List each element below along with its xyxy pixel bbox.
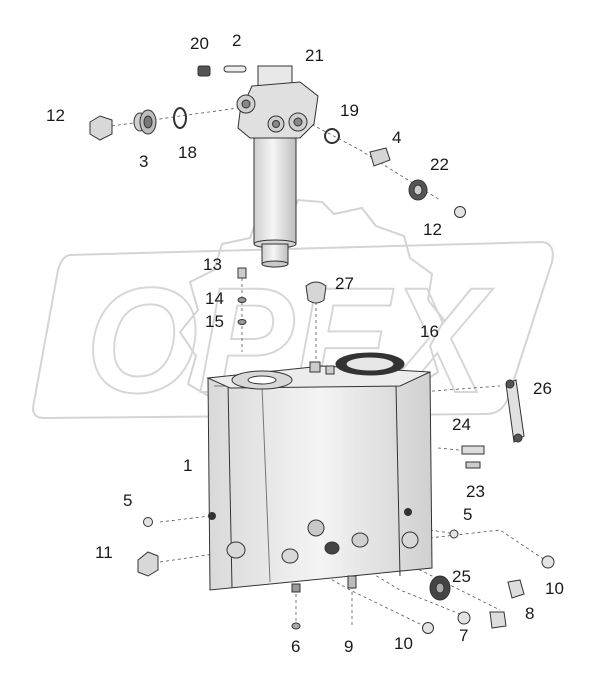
callout-16: 16 xyxy=(420,322,439,341)
callout-20: 20 xyxy=(190,34,209,53)
callout-10-bottom: 10 xyxy=(394,634,413,653)
watermark-frame-icon xyxy=(32,240,554,420)
part-3 xyxy=(133,109,157,135)
part-14-washer xyxy=(237,297,247,303)
callout-5-right: 5 xyxy=(463,505,473,524)
part-26-bracket xyxy=(505,379,525,443)
callout-22: 22 xyxy=(430,155,449,174)
part-5-right xyxy=(449,529,459,539)
part-15-washer xyxy=(237,319,247,325)
callout-15: 15 xyxy=(205,312,224,331)
left-side-parts xyxy=(137,517,301,630)
callout-2: 2 xyxy=(232,31,242,50)
filter-assembly xyxy=(236,65,319,268)
callout-9: 9 xyxy=(344,637,354,656)
part-22 xyxy=(408,179,428,201)
bolt-stack xyxy=(237,267,327,325)
part-7 xyxy=(457,611,471,625)
right-side-parts xyxy=(422,379,555,634)
part-8-plug xyxy=(507,579,525,599)
part-13-bolt xyxy=(237,267,247,279)
part-18-oring xyxy=(173,107,187,129)
part-25-nut xyxy=(429,575,451,601)
callout-14: 14 xyxy=(205,289,224,308)
callout-19: 19 xyxy=(340,101,359,120)
callout-25: 25 xyxy=(452,567,471,586)
callout-8: 8 xyxy=(525,604,535,623)
part-12-right xyxy=(454,206,466,218)
callout-26: 26 xyxy=(533,379,552,398)
leader-lines xyxy=(111,107,549,628)
callout-12-right: 12 xyxy=(423,220,442,239)
tank-port-11 xyxy=(226,541,246,559)
part-19-oring xyxy=(324,128,340,144)
part-12-left xyxy=(89,115,113,141)
part-6 xyxy=(291,622,301,630)
part-16-cover xyxy=(335,352,405,376)
callout-7: 7 xyxy=(459,626,469,645)
callout-3: 3 xyxy=(139,152,149,171)
callout-1: 1 xyxy=(183,456,193,475)
callout-27: 27 xyxy=(335,274,354,293)
filter-canister xyxy=(253,137,297,245)
callout-12-left: 12 xyxy=(46,106,65,125)
callout-21: 21 xyxy=(305,46,324,65)
callout-5-left: 5 xyxy=(123,491,133,510)
part-10-right xyxy=(541,555,555,569)
tank-body xyxy=(206,352,433,593)
callout-18: 18 xyxy=(178,143,197,162)
callout-10-right: 10 xyxy=(545,579,564,598)
callout-13: 13 xyxy=(203,255,222,274)
callout-23: 23 xyxy=(466,482,485,501)
callout-6: 6 xyxy=(291,637,301,656)
part-11-plug xyxy=(137,551,159,577)
part-5-left xyxy=(143,517,153,527)
callout-4: 4 xyxy=(392,128,402,147)
upper-small-parts xyxy=(89,65,466,218)
part-20 xyxy=(197,65,211,77)
part-24-fitting xyxy=(461,445,485,455)
part-2 xyxy=(223,65,247,73)
part-23-fitting xyxy=(465,461,481,469)
callout-11: 11 xyxy=(95,543,113,562)
part-4-plug xyxy=(369,147,391,167)
part-27-cap xyxy=(305,281,327,304)
part-10-bottom xyxy=(422,622,434,634)
callout-24: 24 xyxy=(452,415,471,434)
